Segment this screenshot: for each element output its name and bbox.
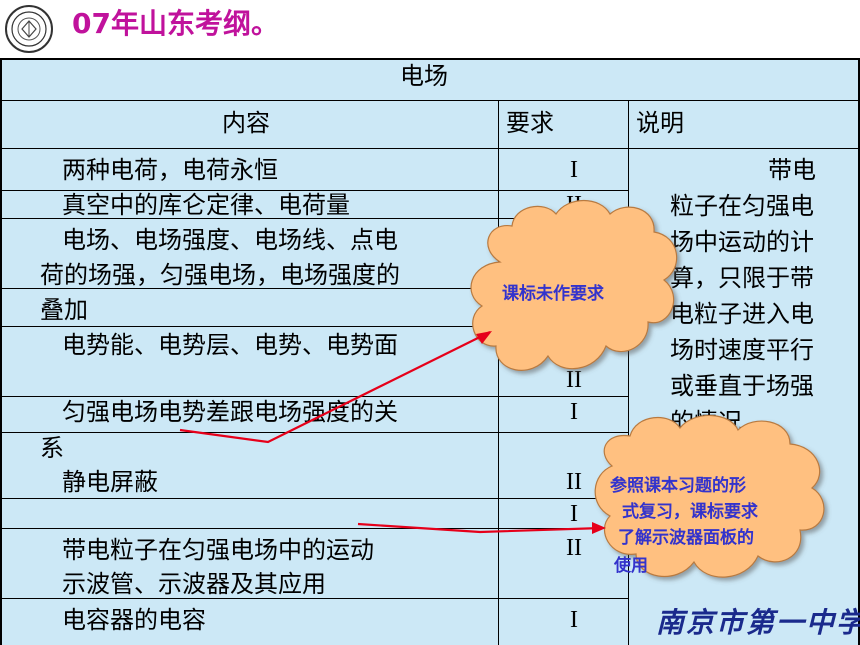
level-mark: I [570,399,578,425]
callout-text-2: 使用 [614,556,648,576]
school-name: 南京市第一中学 [656,606,860,639]
level-mark: I [570,607,578,633]
content-line: 荷的场强，匀强电场，电场强度的 [40,261,400,289]
content-line: 系 [40,434,64,462]
content-line: 静电屏蔽 [62,468,158,496]
note-line: 场时速度平行 [670,336,814,364]
note-line: 场中运动的计 [670,228,814,256]
callout-text-1: 课标未作要求 [502,284,604,304]
content-line: 叠加 [40,296,88,324]
arrow-to-callout-2 [357,522,606,534]
school-seal-icon [4,4,54,54]
content-line: 电势能、电势层、电势、电势面 [62,331,398,359]
callout-text-2: 了解示波器面板的 [618,528,754,548]
note-line: 电粒子进入电 [670,300,814,328]
level-mark: I [570,157,578,183]
note-line: 粒子在匀强电 [670,192,814,220]
callout-text-2: 参照课本习题的形 [610,476,746,496]
page-title: 07年山东考纲。 [72,7,279,40]
callout-text-2: 式复习，课标要求 [622,502,758,522]
content-line: 真空中的库仑定律、电荷量 [62,191,350,219]
column-header-requirement: 要求 [506,109,554,137]
note-line: 或垂直于场强 [670,372,814,400]
level-mark: II [566,367,582,393]
section-title: 电场 [400,62,448,90]
callout-cloud-1 [470,200,678,371]
callout-cloud-2 [594,414,825,578]
content-line: 电场、电场强度、电场线、点电 [62,226,398,254]
column-header-content: 内容 [222,109,270,137]
content-line: 带电粒子在匀强电场中的运动 [62,536,374,564]
content-line: 电容器的电容 [62,606,206,634]
note-line: 带电 [768,156,816,184]
level-mark: II [566,469,582,495]
note-line: 算，只限于带 [670,264,814,292]
content-line: 两种电荷，电荷永恒 [62,156,278,184]
content-line: 示波管、示波器及其应用 [62,570,326,598]
column-header-notes: 说明 [636,109,684,137]
level-mark: I [570,501,578,527]
arrow-to-callout-1 [179,331,492,444]
level-mark: II [566,535,582,561]
content-line: 匀强电场电势差跟电场强度的关 [62,398,398,426]
